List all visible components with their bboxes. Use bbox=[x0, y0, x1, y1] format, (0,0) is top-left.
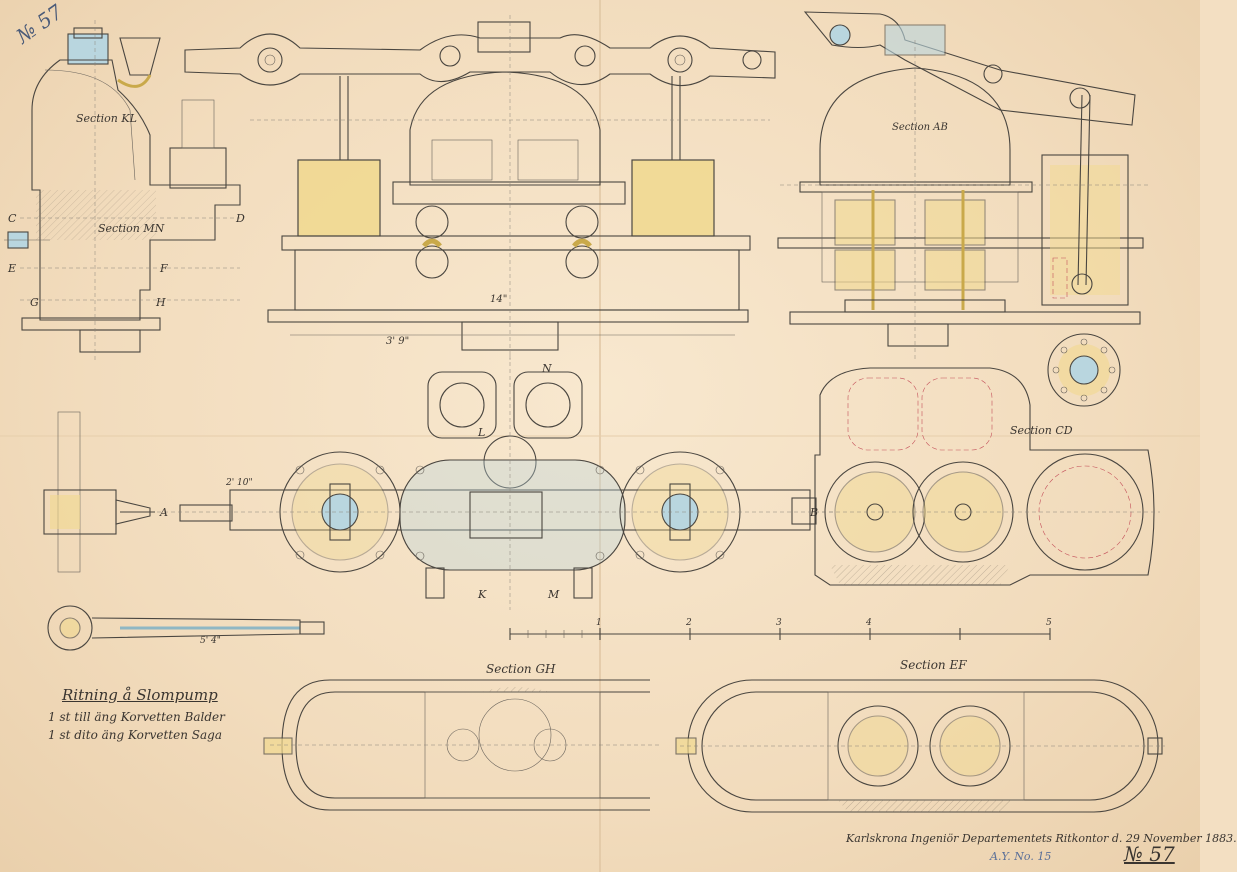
section-ab-label: Section AB bbox=[892, 122, 948, 133]
dimension-rod: 5' 4" bbox=[200, 636, 221, 646]
section-ab-view bbox=[777, 11, 1150, 360]
scale-tick-3: 3 bbox=[776, 618, 782, 628]
scale-bar bbox=[509, 628, 1051, 640]
section-gh-label: Section GH bbox=[486, 662, 556, 676]
rod-detail bbox=[43, 411, 325, 651]
section-ef-view bbox=[675, 679, 1165, 813]
section-letter-f: F bbox=[160, 262, 168, 275]
drawing-title: Ritning å Slompump bbox=[62, 686, 218, 704]
section-ef-label: Section EF bbox=[900, 658, 967, 672]
scale-tick-5: 5 bbox=[1046, 618, 1052, 628]
main-elevation-view bbox=[184, 15, 776, 360]
section-letter-m: M bbox=[548, 588, 560, 601]
section-letter-h: H bbox=[156, 296, 166, 309]
drawing-subtitle-1: 1 st till äng Korvetten Balder bbox=[48, 710, 225, 724]
plan-view bbox=[150, 355, 835, 610]
section-letter-b: B bbox=[810, 506, 819, 519]
dimension-overall: 3' 9" bbox=[386, 336, 410, 347]
section-kl-label: Section KL bbox=[76, 112, 137, 125]
section-cd-label: Section CD bbox=[1010, 424, 1073, 437]
drawing-subtitle-2: 1 st dito äng Korvetten Saga bbox=[48, 728, 222, 742]
footer-signature: Karlskrona Ingeniör Departementets Ritko… bbox=[846, 832, 1237, 845]
section-letter-c: C bbox=[8, 212, 17, 225]
section-letter-e: E bbox=[8, 262, 17, 275]
scale-tick-2: 2 bbox=[686, 618, 692, 628]
section-mn-label: Section MN bbox=[98, 222, 165, 235]
section-cd-view bbox=[814, 367, 1160, 586]
archive-reference: A.Y. No. 15 bbox=[990, 850, 1052, 863]
section-letter-n: N bbox=[542, 362, 552, 375]
section-letter-k: K bbox=[478, 588, 487, 601]
scale-tick-1: 1 bbox=[596, 618, 602, 628]
section-letter-a: A bbox=[160, 506, 168, 519]
flange-detail bbox=[1047, 333, 1121, 407]
section-letter-g: G bbox=[30, 296, 39, 309]
section-letter-d: D bbox=[236, 212, 245, 225]
section-gh-view bbox=[263, 679, 660, 811]
scale-tick-4: 4 bbox=[866, 618, 872, 628]
section-kl-mn-view bbox=[4, 20, 241, 360]
section-letter-l: L bbox=[478, 426, 486, 439]
dimension-plan: 2' 10" bbox=[226, 478, 253, 488]
technical-drawing bbox=[0, 0, 1200, 872]
sheet-number-bottom: № 57 bbox=[1124, 842, 1175, 866]
dimension-top: 14" bbox=[490, 294, 508, 305]
